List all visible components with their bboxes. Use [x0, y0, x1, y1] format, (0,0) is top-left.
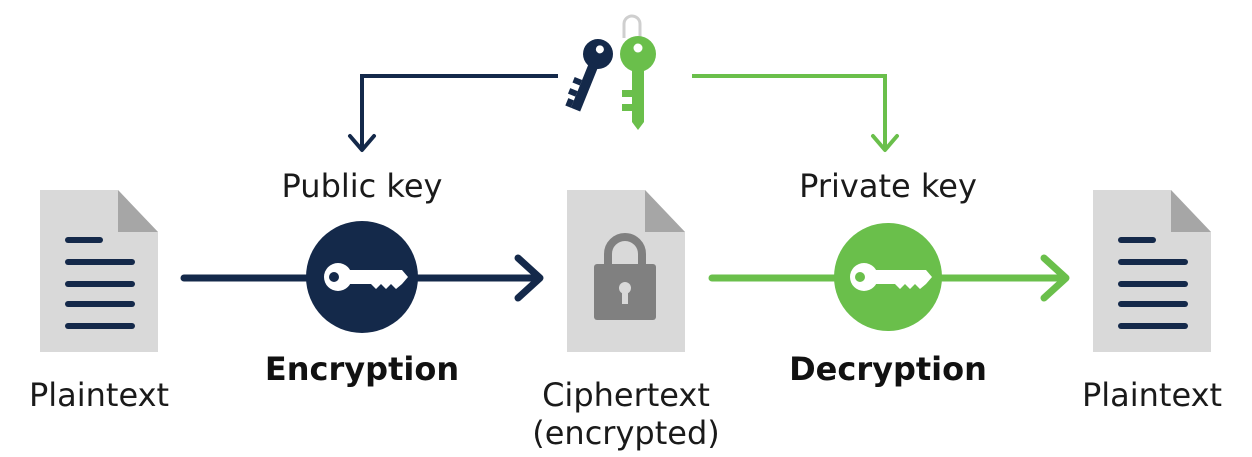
text-lines-icon — [1118, 237, 1188, 329]
text-lines-icon — [65, 237, 135, 329]
private-key-connector — [692, 74, 899, 152]
plaintext-document-right — [1093, 190, 1211, 352]
public-key-label: Public key — [282, 167, 443, 205]
public-key-icon — [306, 221, 418, 333]
encryption-label: Encryption — [265, 350, 459, 388]
decryption-label: Decryption — [789, 350, 987, 388]
ciphertext-label: Ciphertext — [542, 376, 710, 414]
ciphertext-document — [567, 190, 685, 352]
plaintext-document-left — [40, 190, 158, 352]
public-key-connector — [348, 74, 558, 152]
ciphertext-encrypted-label: (encrypted) — [532, 414, 719, 452]
private-key-icon — [834, 223, 942, 331]
plaintext-left-label: Plaintext — [29, 376, 169, 414]
key-pair-icon — [565, 14, 656, 130]
private-key-label: Private key — [799, 167, 977, 205]
plaintext-right-label: Plaintext — [1082, 376, 1222, 414]
lock-icon — [594, 233, 656, 320]
